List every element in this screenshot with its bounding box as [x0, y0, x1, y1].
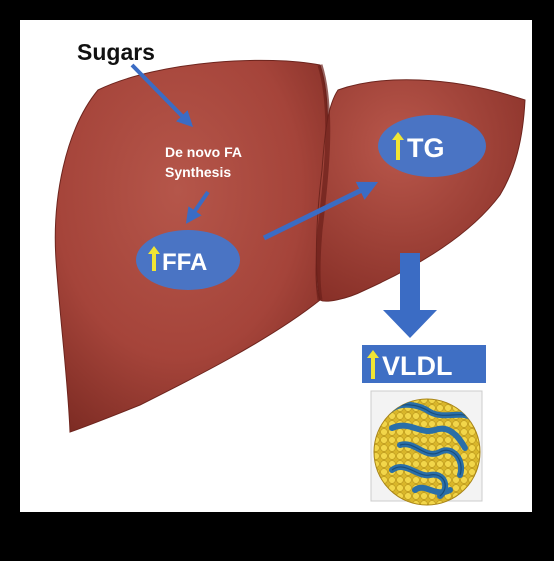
vldl-label: VLDL	[382, 351, 453, 381]
sugars-arrow	[130, 63, 194, 128]
synthesis-arrow	[185, 190, 210, 224]
de-novo-label-line1: De novo FA	[165, 144, 242, 160]
vldl-box	[362, 345, 486, 383]
ffa-to-tg-arrow	[262, 181, 379, 241]
liver-right-lobe	[315, 79, 526, 302]
up-arrow-icon	[392, 132, 404, 160]
up-arrow-icon	[367, 350, 379, 379]
up-arrow-icon	[148, 246, 160, 271]
diagram-canvas: Sugars De novo FA Synthesis FFA TG VLDL	[54, 39, 526, 506]
ffa-label: FFA	[162, 249, 207, 276]
sugars-label: Sugars	[77, 39, 155, 65]
tg-ellipse	[378, 115, 486, 177]
vldl-particle-icon	[370, 390, 483, 506]
diagram-panel: Sugars De novo FA Synthesis FFA TG VLDL	[20, 20, 532, 512]
down-block-arrow-icon	[383, 253, 437, 338]
tg-label: TG	[407, 133, 445, 163]
de-novo-label-line2: Synthesis	[165, 164, 231, 180]
ffa-ellipse	[136, 230, 240, 290]
